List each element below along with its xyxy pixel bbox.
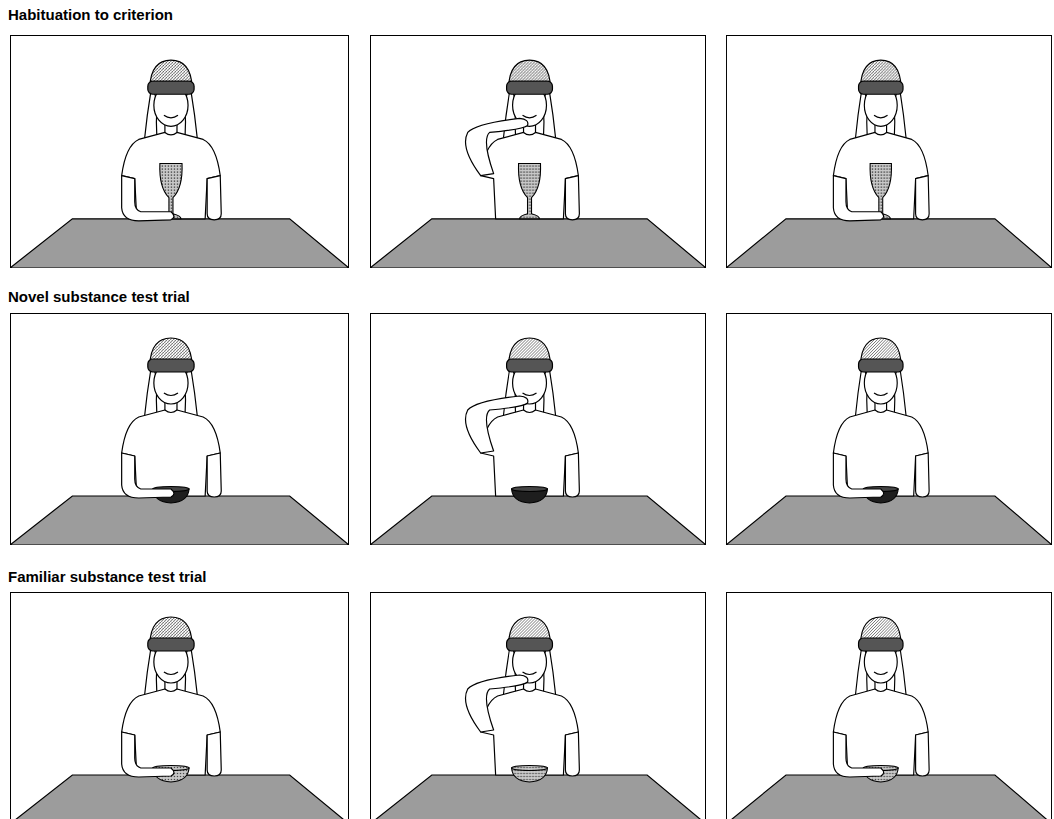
row-heading: Familiar substance test trial [8,568,206,585]
row-heading: Habituation to criterion [8,6,173,23]
scene-panel [370,36,706,268]
scene-panel [370,314,706,546]
scene-panel [726,593,1052,819]
scene-panel [10,36,349,268]
scene-panel [10,314,349,546]
scene-panel [726,36,1052,268]
scene-panel [726,314,1052,546]
scene-panel [370,593,706,819]
row-heading: Novel substance test trial [8,288,190,305]
scene-panel [10,593,349,819]
